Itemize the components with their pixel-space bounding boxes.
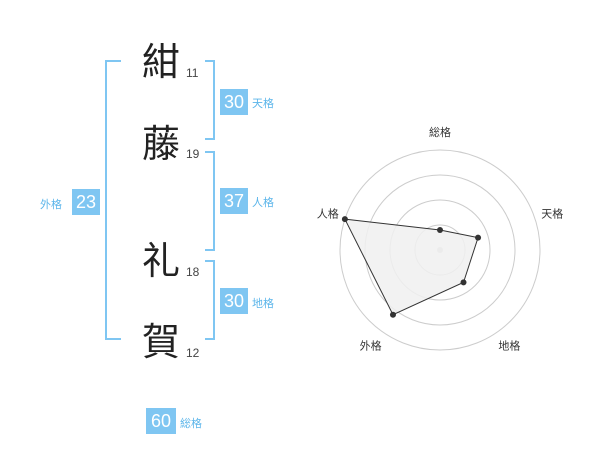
stroke-count-3: 18 (186, 265, 200, 279)
tenkaku-label: 天格 (252, 97, 274, 110)
chikaku-badge: 30 (220, 288, 248, 314)
radar-axis-label-3: 外格 (360, 338, 382, 352)
name-char-3: 礼 (142, 239, 181, 283)
tenkaku-bracket (205, 60, 215, 140)
radar-point-3 (389, 311, 396, 318)
stroke-count-4: 12 (186, 346, 200, 360)
radar-ring-4 (339, 149, 541, 351)
radar-axis-label-4: 人格 (317, 207, 339, 221)
chikaku-label: 地格 (252, 297, 274, 310)
gaikaku-bracket (105, 60, 121, 340)
soukaku-label: 総格 (180, 417, 202, 430)
radar-axis-label-1: 天格 (541, 207, 563, 221)
radar-axis-label-2: 地格 (498, 338, 520, 352)
stroke-count-2: 19 (186, 147, 200, 161)
gaikaku-label: 外格 (40, 198, 62, 211)
name-char-4: 賀 (142, 320, 181, 364)
radar-point-1 (475, 234, 482, 241)
soukaku-badge: 60 (146, 408, 176, 434)
chikaku-bracket (205, 260, 215, 340)
tenkaku-badge: 30 (220, 89, 248, 115)
radar-polygon (344, 218, 479, 316)
stroke-count-1: 11 (186, 66, 199, 80)
radar-point-2 (460, 279, 467, 286)
radar-point-0 (437, 227, 443, 233)
gaikaku-badge: 23 (72, 189, 100, 215)
name-char-1: 紺 (142, 40, 181, 84)
jinkaku-badge: 37 (220, 188, 248, 214)
jinkaku-bracket (205, 151, 215, 251)
radar-point-4 (341, 216, 348, 223)
jinkaku-label: 人格 (252, 196, 274, 209)
name-char-2: 藤 (142, 122, 181, 166)
radar-axis-label-0: 総格 (429, 125, 451, 139)
